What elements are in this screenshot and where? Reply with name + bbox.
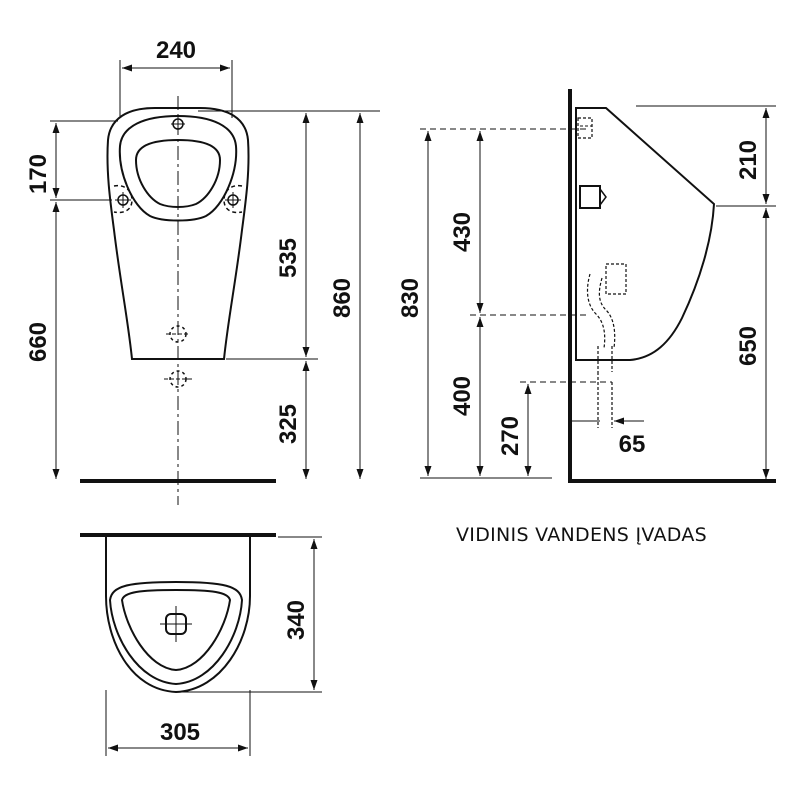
caption-label: VIDINIS VANDENS ĮVADAS	[456, 524, 708, 546]
dim-label-535: 535	[275, 238, 302, 278]
dim-label-65: 65	[619, 431, 646, 458]
dim-label-830: 830	[397, 278, 424, 318]
side-siphon	[586, 263, 627, 428]
side-urinal-profile	[575, 107, 716, 361]
front-view: 240 170 660 535 325 860	[25, 37, 380, 505]
side-inlet-fitting	[577, 117, 593, 139]
dim-label-660: 660	[25, 322, 52, 362]
front-outlet-mark	[166, 325, 190, 343]
dim-label-860: 860	[329, 278, 356, 318]
dim-label-210: 210	[735, 140, 762, 180]
front-urinal-rim	[118, 114, 238, 222]
side-flush-valve	[579, 185, 601, 209]
dim-label-325: 325	[275, 404, 302, 444]
dim-label-340: 340	[283, 600, 310, 640]
top-urinal-bowl	[120, 588, 232, 672]
top-drain-icon	[160, 606, 192, 642]
dim-label-305: 305	[160, 719, 200, 746]
dim-label-170: 170	[25, 154, 52, 194]
top-view: 340 305	[80, 533, 322, 756]
dim-label-400: 400	[449, 376, 476, 416]
front-urinal-body	[106, 107, 250, 360]
top-urinal-outline	[105, 537, 251, 694]
dim-label-270: 270	[497, 416, 524, 456]
dim-label-650: 650	[735, 326, 762, 366]
top-urinal-rim	[108, 580, 244, 686]
front-urinal-bowl	[134, 138, 222, 208]
dim-label-430: 430	[449, 212, 476, 252]
front-mount-hole-right	[223, 184, 243, 214]
front-mount-hole-left	[113, 184, 133, 214]
dim-label-240: 240	[156, 37, 196, 64]
side-view: 830 430 400 270 210 650 65	[397, 89, 776, 483]
